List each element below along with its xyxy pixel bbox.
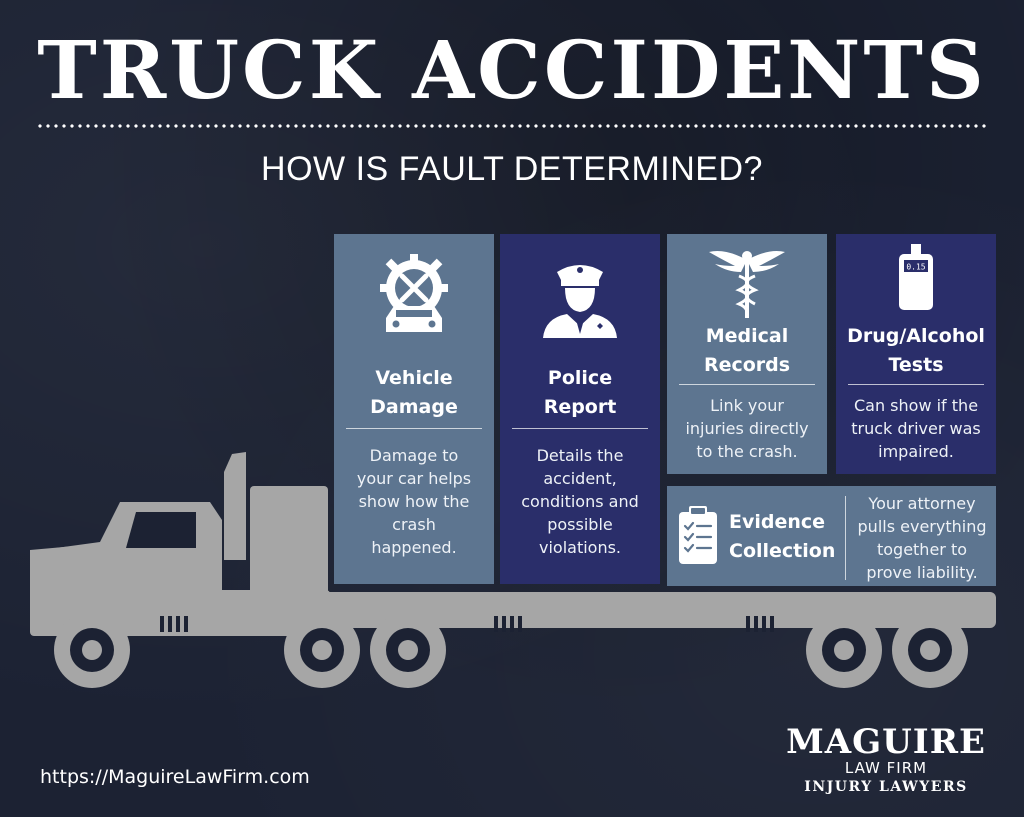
website-url[interactable]: https://MaguireLawFirm.com bbox=[40, 766, 310, 788]
logo-line-3: INJURY LAWYERS bbox=[804, 779, 968, 795]
logo-line-1: MAGUIRE bbox=[786, 722, 986, 762]
medical-records-title: Medical Records bbox=[703, 325, 791, 376]
page-title: TRUCK ACCIDENTS bbox=[37, 23, 987, 117]
vehicle-damage-desc: Damage to your car helps show how the cr… bbox=[356, 446, 472, 557]
drug-alcohol-desc: Can show if the truck driver was impaire… bbox=[851, 396, 981, 461]
truck-illustration bbox=[30, 452, 996, 688]
logo-line-2: LAW FIRM bbox=[844, 759, 928, 777]
vehicle-damage-title: Vehicle Damage bbox=[370, 367, 458, 418]
evidence-collection-panel: Evidence Collection Your attorney pulls … bbox=[667, 486, 996, 586]
maguire-logo: MAGUIRE LAW FIRM INJURY LAWYERS bbox=[786, 724, 986, 798]
medical-records-desc: Link your injuries directly to the crash… bbox=[685, 396, 809, 461]
evidence-collection-title: Evidence Collection bbox=[729, 511, 836, 562]
police-officer-icon bbox=[500, 254, 660, 338]
gear-car-icon bbox=[334, 252, 494, 338]
divider bbox=[845, 496, 846, 580]
divider bbox=[512, 428, 648, 429]
evidence-collection-desc: Your attorney pulls everything together … bbox=[857, 494, 987, 582]
divider bbox=[848, 384, 984, 385]
medical-records-panel: Medical Records Link your injuries direc… bbox=[667, 234, 827, 474]
police-report-desc: Details the accident, conditions and pos… bbox=[521, 446, 639, 557]
police-report-title: Police Report bbox=[543, 367, 617, 418]
page-subtitle: HOW IS FAULT DETERMINED? bbox=[261, 150, 763, 188]
caduceus-icon bbox=[667, 246, 827, 320]
drug-alcohol-panel: 0.15 Drug/Alcohol Tests Can show if the … bbox=[836, 234, 996, 474]
breathalyzer-display: 0.15 bbox=[906, 263, 925, 272]
drug-alcohol-title: Drug/Alcohol Tests bbox=[847, 325, 985, 376]
divider bbox=[679, 384, 815, 385]
vehicle-damage-panel: Vehicle Damage Damage to your car helps … bbox=[334, 234, 494, 584]
divider bbox=[346, 428, 482, 429]
clipboard-icon bbox=[677, 506, 719, 570]
police-report-panel: Police Report Details the accident, cond… bbox=[500, 234, 660, 584]
dotted-divider bbox=[36, 124, 988, 128]
breathalyzer-icon: 0.15 bbox=[836, 244, 996, 312]
